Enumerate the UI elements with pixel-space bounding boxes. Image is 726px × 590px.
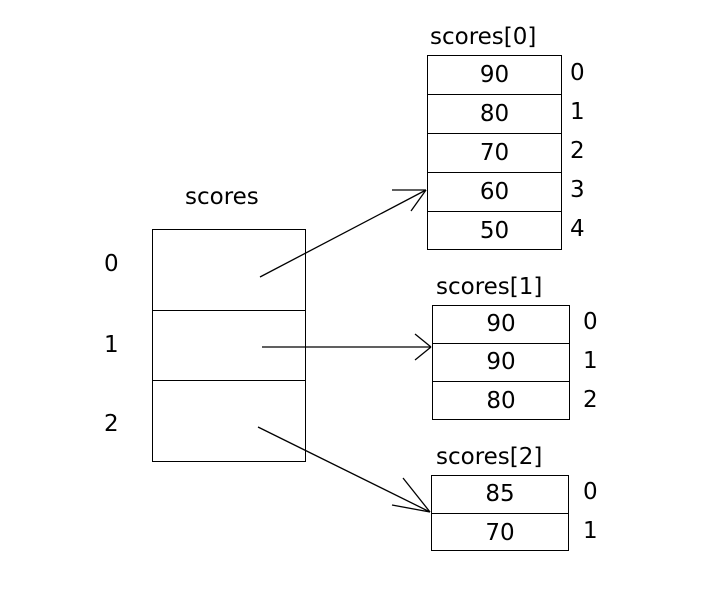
inner-array-2-box: 85 70 (431, 475, 569, 551)
inner-array-0-cell-1[interactable]: 80 (428, 95, 561, 134)
outer-array-cell-2[interactable] (153, 381, 305, 461)
outer-index-label-2: 2 (104, 411, 119, 437)
inner-array-1-title: scores[1] (436, 274, 543, 300)
inner-array-0-index-label-4: 4 (570, 216, 585, 242)
inner-array-1-index-label-1: 1 (583, 348, 598, 374)
inner-array-2-title: scores[2] (436, 444, 543, 470)
inner-array-1-index-label-0: 0 (583, 309, 598, 335)
outer-array-box (152, 229, 306, 462)
inner-array-1-cell-2[interactable]: 80 (486, 387, 516, 414)
inner-array-0-cell-4[interactable]: 50 (479, 218, 510, 244)
inner-array-0-index-label-2: 2 (570, 138, 585, 164)
inner-array-0-index-label-0: 0 (570, 60, 585, 86)
inner-array-0-index-label-1: 1 (570, 99, 585, 125)
inner-array-1-box: 90 90 80 (432, 305, 570, 420)
inner-array-1-cell-1[interactable]: 90 (433, 344, 569, 382)
inner-array-0-title: scores[0] (430, 24, 537, 50)
outer-index-label-0: 0 (104, 251, 119, 277)
inner-array-1-cell-0[interactable]: 90 (433, 306, 569, 344)
inner-array-2-index-label-1: 1 (583, 518, 598, 544)
inner-array-0-cell-0[interactable]: 90 (428, 56, 561, 95)
outer-array-title: scores (185, 184, 259, 210)
inner-array-0-index-label-3: 3 (570, 177, 585, 203)
inner-array-0-cell-2[interactable]: 70 (428, 134, 561, 173)
inner-array-1-index-label-2: 2 (583, 387, 598, 413)
inner-array-2-index-label-0: 0 (583, 479, 598, 505)
outer-index-label-1: 1 (104, 332, 119, 358)
inner-array-0-cell-3[interactable]: 60 (428, 173, 561, 212)
inner-array-2-cell-1[interactable]: 70 (485, 519, 515, 546)
outer-array-cell-0[interactable] (153, 230, 305, 311)
outer-array-cell-1[interactable] (153, 311, 305, 381)
inner-array-2-cell-0[interactable]: 85 (432, 476, 568, 514)
inner-array-0-box: 90 80 70 60 50 (427, 55, 562, 250)
